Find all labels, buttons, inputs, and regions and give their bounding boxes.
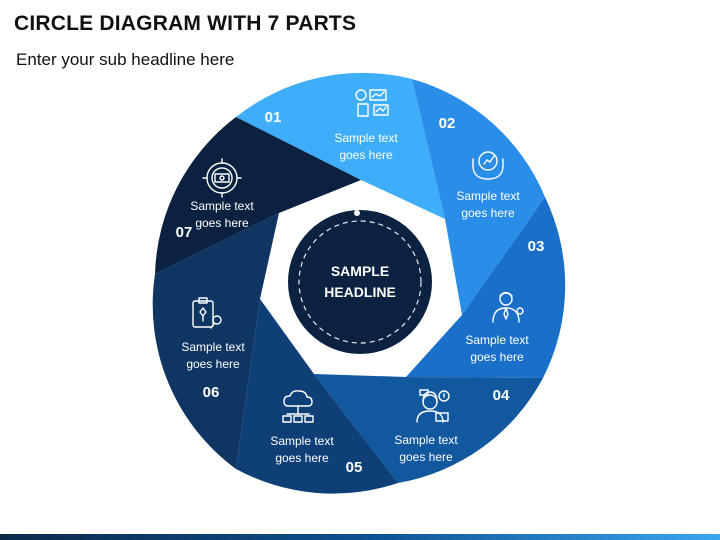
segment-text-line1: Sample text xyxy=(394,433,458,447)
segment-text-line2: goes here xyxy=(186,357,240,371)
finance-chart-icon xyxy=(355,89,389,117)
segment-01 xyxy=(236,72,445,219)
center-headline-line1: SAMPLE xyxy=(331,263,389,279)
segment-number-01: 01 xyxy=(265,109,282,126)
segment-text-line1: Sample text xyxy=(334,131,398,145)
segment-07 xyxy=(155,117,361,274)
segment-number-03: 03 xyxy=(528,238,545,255)
segment-text-line1: Sample text xyxy=(181,340,245,354)
segment-number-07: 07 xyxy=(176,224,193,241)
growth-hands-icon xyxy=(472,151,504,180)
segment-text-line1: Sample text xyxy=(190,199,254,213)
business-person-icon xyxy=(492,291,524,323)
segment-04 xyxy=(314,374,543,483)
center-ring-dot xyxy=(354,210,360,216)
bottom-accent-bar xyxy=(0,534,720,540)
segment-text-line2: goes here xyxy=(470,350,524,364)
segment-text-line2: goes here xyxy=(195,216,249,230)
segment-02 xyxy=(412,79,545,315)
segment-05 xyxy=(236,299,398,494)
page-title: CIRCLE DIAGRAM WITH 7 PARTS xyxy=(14,12,357,35)
center-hub xyxy=(288,210,432,354)
segment-text-line2: goes here xyxy=(461,206,515,220)
segment-number-02: 02 xyxy=(439,115,456,132)
support-agent-icon xyxy=(416,389,450,423)
clipboard-idea-icon xyxy=(192,297,222,329)
center-headline-line2: HEADLINE xyxy=(324,284,396,300)
page-subtitle: Enter your sub headline here xyxy=(16,50,235,69)
segment-03 xyxy=(406,197,566,378)
segment-text-line2: goes here xyxy=(339,148,393,162)
segment-text-line1: Sample text xyxy=(270,434,334,448)
segment-text-line2: goes here xyxy=(399,450,453,464)
segment-number-05: 05 xyxy=(346,459,363,476)
cloud-network-icon xyxy=(282,390,314,423)
segment-text-line1: Sample text xyxy=(456,189,520,203)
target-money-icon xyxy=(202,158,242,198)
segment-text-line2: goes here xyxy=(275,451,329,465)
segment-text-line1: Sample text xyxy=(465,333,529,347)
center-dashed-ring xyxy=(298,220,422,344)
segment-number-04: 04 xyxy=(493,387,510,404)
segment-number-06: 06 xyxy=(203,384,220,401)
segment-06 xyxy=(152,213,279,469)
